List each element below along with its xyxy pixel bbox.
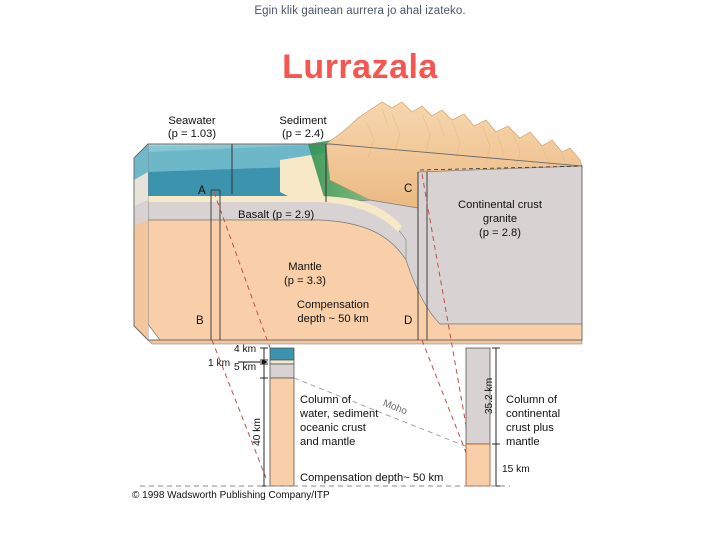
- mantle-under-root: [418, 324, 582, 340]
- connector-d-to-column: [421, 339, 477, 479]
- continental-caption-line3: crust plus: [506, 422, 554, 434]
- seawater-label-line2: (p = 1.03): [168, 128, 216, 140]
- mantle-label-line2: (p = 3.3): [284, 275, 326, 287]
- connector-c-to-column: [421, 173, 471, 449]
- oceanic-column: 4 km 1 km 5 km 40 km Column of water, se…: [208, 344, 379, 487]
- oceanic-column-crust: [269, 363, 295, 379]
- continental-crust-thickness-label: 35.2 km: [484, 378, 495, 414]
- continental-crust-label-line2: granite: [483, 213, 517, 225]
- moho-line: [293, 377, 471, 449]
- oceanic-caption-line4: and mantle: [300, 436, 355, 448]
- continental-mantle-thickness-label: 15 km: [502, 464, 530, 475]
- oceanic-mantle-thickness-label: 40 km: [252, 418, 263, 446]
- block-diagram: A B C D Seawater (p = 1.03) Sediment (p …: [133, 101, 583, 345]
- oceanic-water-thickness-label: 4 km: [234, 344, 256, 355]
- corner-label-a: A: [198, 185, 206, 197]
- block-outline: [133, 143, 583, 341]
- oceanic-column-sediment: [269, 359, 295, 365]
- oceanic-sediment-thickness-label: 1 km: [208, 358, 230, 369]
- sediment-label-line1: Sediment: [279, 115, 327, 127]
- copyright-notice: © 1998 Wadsworth Publishing Company/ITP: [132, 490, 330, 500]
- continental-caption-line1: Column of: [506, 394, 558, 406]
- sediment-front-layer: [148, 196, 402, 232]
- oceanic-column-mantle: [269, 377, 295, 487]
- oceanic-caption-line1: Column of: [300, 394, 352, 406]
- continental-caption-line2: continental: [506, 408, 560, 420]
- corner-label-c: C: [404, 183, 412, 195]
- block-left-face-basalt: [134, 200, 148, 226]
- connector-b-to-column: [211, 339, 267, 479]
- continental-column: 35.2 km 15 km Column of continental crus…: [465, 347, 560, 487]
- continental-crust-label-line3: (p = 2.8): [479, 227, 521, 239]
- oceanic-crust-thickness-label: 5 km: [234, 362, 256, 373]
- mantle-label-line1: Mantle: [288, 261, 322, 273]
- moho-label: Moho: [381, 398, 409, 417]
- projection-connectors: [211, 173, 477, 479]
- continental-column-mantle: [465, 443, 491, 487]
- page-title: Lurrazala: [282, 48, 438, 86]
- isostasy-figure: A B C D Seawater (p = 1.03) Sediment (p …: [130, 100, 590, 500]
- sediment-label-line2: (p = 2.4): [282, 128, 324, 140]
- basalt-label: Basalt (p = 2.9): [238, 209, 314, 221]
- connector-a-to-column: [213, 191, 271, 349]
- continental-crust-front-face: [417, 165, 583, 325]
- continental-caption-line4: mantle: [506, 436, 540, 448]
- block-left-face-mantle: [134, 220, 148, 340]
- seawater-label-line1: Seawater: [168, 115, 216, 127]
- continental-top-dashed: [419, 165, 583, 171]
- columns-panel: 4 km 1 km 5 km 40 km Column of water, se…: [140, 344, 560, 487]
- compensation-label-line2: depth ~ 50 km: [297, 313, 368, 325]
- block-left-face-water: [134, 144, 148, 180]
- continental-column-crust: [465, 347, 491, 445]
- mantle-body: [147, 219, 583, 341]
- corner-label-b: B: [196, 315, 204, 327]
- oceanic-column-water: [269, 347, 295, 361]
- compensation-baseline-label: Compensation depth~ 50 km: [300, 472, 443, 484]
- block-left-face-sediment: [134, 172, 148, 206]
- oceanic-caption-line3: oceanic crust: [300, 422, 367, 434]
- slide-subtitle: Egin klik gainean aurrera jo ahal izatek…: [254, 5, 466, 17]
- corner-label-d: D: [404, 315, 412, 327]
- oceanic-caption-line2: water, sediment: [299, 408, 379, 420]
- compensation-label-line1: Compensation: [297, 299, 369, 311]
- continental-crust-label-line1: Continental crust: [458, 199, 543, 211]
